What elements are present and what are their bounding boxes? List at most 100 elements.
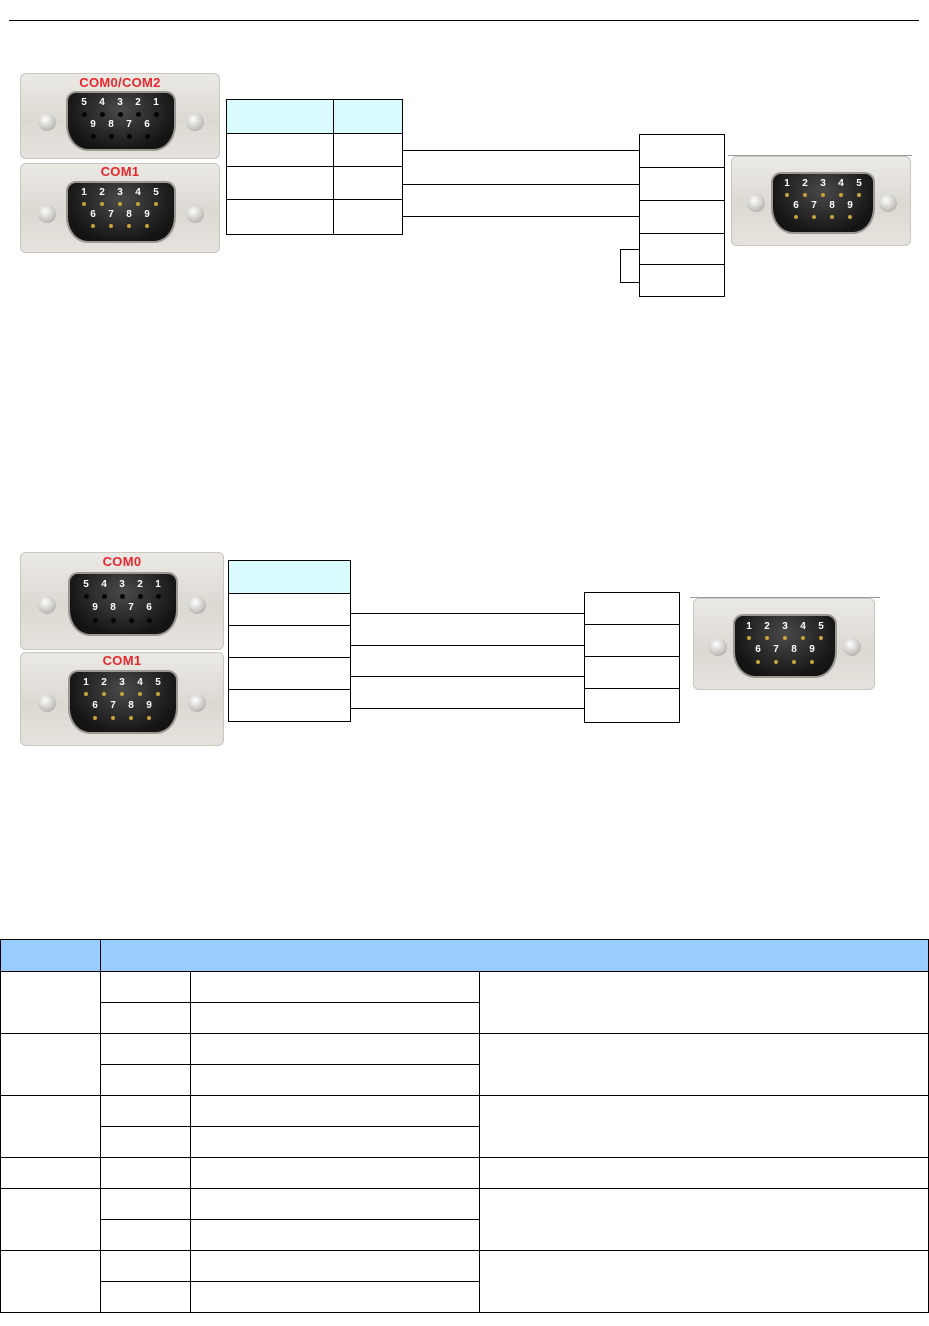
pin-contact	[821, 193, 825, 197]
pin-label: 5	[81, 97, 87, 108]
table-cell	[99, 1033, 191, 1065]
pin-label: 4	[135, 187, 141, 198]
pin-label: 1	[81, 187, 87, 198]
table-cell	[189, 1219, 481, 1251]
pin-socket	[129, 618, 134, 623]
pin-label: 7	[811, 200, 817, 211]
loopback-wire	[620, 282, 640, 283]
loopback-wire	[620, 249, 621, 283]
pin-contact	[839, 193, 843, 197]
table-cell	[0, 971, 101, 1034]
table-cell	[99, 971, 191, 1003]
pin-label: 3	[117, 97, 123, 108]
pin-label: 7	[128, 602, 134, 613]
pin-label: 1	[784, 178, 790, 189]
pin-label: 7	[108, 209, 114, 220]
remote-pin-cell	[584, 688, 680, 723]
pin-label: 2	[135, 97, 141, 108]
pin-table-cell	[226, 166, 335, 201]
remote-connector: 1 2 3 4 5 6 7 8 9	[731, 156, 911, 246]
table-cell	[479, 1033, 929, 1096]
pin-contact	[154, 202, 158, 206]
pin-label: 1	[153, 97, 159, 108]
pin-contact	[785, 193, 789, 197]
pin-label: 4	[800, 621, 806, 632]
table-cell	[99, 1157, 191, 1189]
connector-shell: 5 4 3 2 1 9 8 7 6	[68, 572, 178, 636]
table-row	[0, 971, 929, 1034]
pin-contact	[747, 636, 751, 640]
connector-label: COM0/COM2	[79, 75, 161, 90]
pin-socket	[100, 112, 105, 117]
table-cell	[479, 1157, 929, 1189]
pin-label: 6	[144, 119, 150, 130]
pin-table-header-cell	[226, 99, 335, 135]
pin-socket	[118, 112, 123, 117]
pin-label: 2	[137, 579, 143, 590]
screw-icon	[38, 113, 56, 131]
table-cell	[99, 1188, 191, 1220]
screw-icon	[186, 205, 204, 223]
pin-label: 1	[83, 677, 89, 688]
pin-socket	[120, 594, 125, 599]
pin-table-cell	[226, 199, 335, 235]
table-cell	[0, 1188, 101, 1251]
pin-label: 9	[847, 200, 853, 211]
pin-label: 8	[791, 644, 797, 655]
table-row	[0, 1250, 929, 1313]
pin-table-cell	[228, 593, 351, 627]
connector-com0: COM0 5 4 3 2 1 9 8 7 6	[20, 552, 224, 650]
table-row	[1, 1219, 929, 1251]
pin-label: 8	[126, 209, 132, 220]
header-rule	[9, 20, 919, 21]
pin-contact	[848, 215, 852, 219]
pin-label: 9	[146, 700, 152, 711]
pin-label: 4	[99, 97, 105, 108]
wire	[403, 150, 640, 151]
screw-icon	[38, 205, 56, 223]
table-cell	[0, 1157, 101, 1189]
pin-label: 7	[110, 700, 116, 711]
table-cell	[479, 1188, 929, 1251]
pin-contact	[801, 636, 805, 640]
pin-table-header-cell	[228, 560, 351, 595]
pin-label: 8	[829, 200, 835, 211]
pin-table-cell	[226, 133, 335, 168]
pin-contact	[129, 716, 133, 720]
table-cell	[189, 1250, 481, 1282]
table-cell	[99, 1219, 191, 1251]
pin-socket	[127, 134, 132, 139]
pin-contact	[120, 692, 124, 696]
pin-socket	[138, 594, 143, 599]
pin-label: 6	[92, 700, 98, 711]
table-cell	[99, 1281, 191, 1313]
pin-label: 6	[755, 644, 761, 655]
pin-contact	[138, 692, 142, 696]
connector-shell: 1 2 3 4 5 6 7 8 9	[66, 181, 176, 243]
screw-icon	[38, 596, 56, 614]
table-cell	[189, 1002, 481, 1034]
screw-icon	[879, 194, 897, 212]
pin-contact	[82, 202, 86, 206]
pin-socket	[111, 618, 116, 623]
screw-icon	[747, 194, 765, 212]
pin-contact	[102, 692, 106, 696]
pin-label: 4	[137, 677, 143, 688]
table-cell	[99, 1095, 191, 1127]
table-cell	[189, 1126, 481, 1158]
table-row	[0, 1157, 929, 1189]
loopback-wire	[620, 249, 640, 250]
connector-label: COM0	[102, 554, 142, 569]
pin-label: 4	[838, 178, 844, 189]
table-header-cell	[0, 939, 101, 972]
pin-label: 3	[820, 178, 826, 189]
connector-label: COM1	[102, 653, 142, 668]
remote-pin-cell	[639, 233, 725, 266]
wire	[403, 216, 640, 217]
table-cell	[99, 1064, 191, 1096]
pin-contact	[93, 716, 97, 720]
pin-socket	[84, 594, 89, 599]
table-cell	[479, 1250, 929, 1313]
screw-icon	[188, 694, 206, 712]
pin-contact	[810, 660, 814, 664]
